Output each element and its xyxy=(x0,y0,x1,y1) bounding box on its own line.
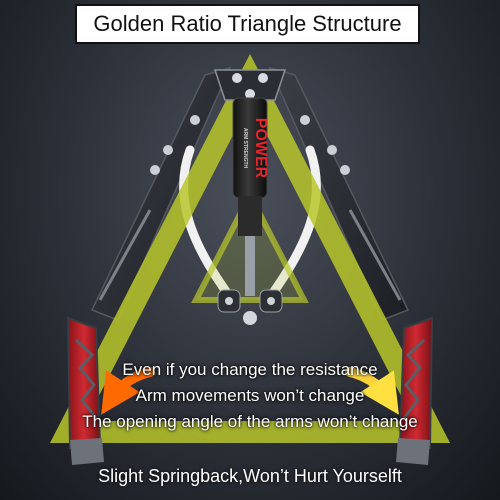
golden-triangle-outer xyxy=(49,53,451,443)
right-handle xyxy=(396,316,434,465)
left-white-link xyxy=(179,145,237,305)
right-white-link xyxy=(263,145,321,305)
spring-cylinder: ARM STRENGTH POWER xyxy=(232,97,269,325)
overlay-line-2: Arm movements won’t change xyxy=(135,386,365,405)
title-text: Golden Ratio Triangle Structure xyxy=(93,11,402,36)
left-motion-arrow xyxy=(101,367,155,415)
cylinder-brand-text: POWER xyxy=(252,118,269,179)
overlay-line-1: Even if you change the resistance xyxy=(122,360,378,379)
left-handle xyxy=(66,316,104,465)
footer-caption: Slight Springback,Won’t Hurt Yourselft xyxy=(98,466,402,486)
right-arm xyxy=(268,66,410,321)
overlay-line-3: The opening angle of the arms won’t chan… xyxy=(82,412,418,431)
bottom-joints xyxy=(217,289,283,313)
left-arm xyxy=(90,66,232,321)
title-banner: Golden Ratio Triangle Structure xyxy=(75,4,420,44)
top-bracket xyxy=(213,69,287,101)
cylinder-small-text: ARM STRENGTH xyxy=(242,128,248,169)
right-motion-arrow xyxy=(345,367,399,415)
